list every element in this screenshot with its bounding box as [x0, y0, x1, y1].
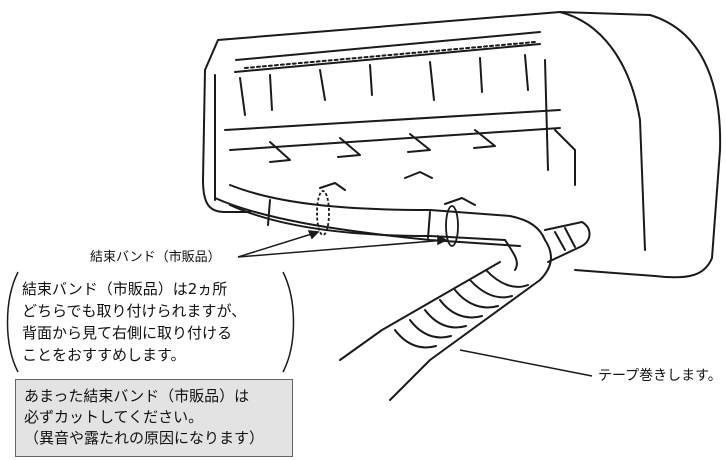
wrapped-pipe-top — [339, 261, 501, 361]
recommendation-note: 結束バンド（市販品）は2ヵ所 どちらでも取り付けられますが、 背面から見て右側に… — [22, 278, 246, 366]
note-line: 結束バンド（市販品）は2ヵ所 — [22, 280, 228, 298]
pipe-bundle-bottom — [229, 204, 506, 241]
pipe-bundle-top — [229, 184, 546, 241]
warning-box: あまった結束バンド（市販品）は 必ずカットしてください。 （異音や露たれの原因に… — [15, 379, 293, 457]
binding-band-right — [445, 205, 459, 247]
unit-housing — [204, 11, 722, 279]
binding-band-label: 結束バンド（市販品） — [90, 250, 221, 265]
note-line: ことをおすすめします。 — [22, 346, 186, 364]
unit-top-edge — [559, 11, 646, 251]
note-line: 背面から見て右側に取り付ける — [22, 324, 233, 342]
warning-text: あまった結束バンド（市販品）は 必ずカットしてください。 （異音や露たれの原因に… — [24, 386, 264, 449]
warning-line: 必ずカットしてください。 — [24, 408, 204, 426]
note-line: どちらでも取り付けられますが、 — [22, 302, 247, 320]
warning-line: あまった結束バンド（市販品）は — [24, 387, 250, 405]
rear-frame — [214, 197, 521, 247]
warning-line: （異音や露たれの原因になります） — [24, 429, 265, 447]
binding-band-left — [316, 190, 330, 236]
unit-left-wall — [202, 69, 251, 213]
drain-pipe — [544, 221, 591, 263]
note-right-paren — [282, 271, 295, 373]
note-left-paren — [6, 271, 19, 373]
wrapped-pipe-bottom — [389, 279, 541, 401]
tape-wrap-label: テープ巻きします。 — [598, 368, 722, 384]
